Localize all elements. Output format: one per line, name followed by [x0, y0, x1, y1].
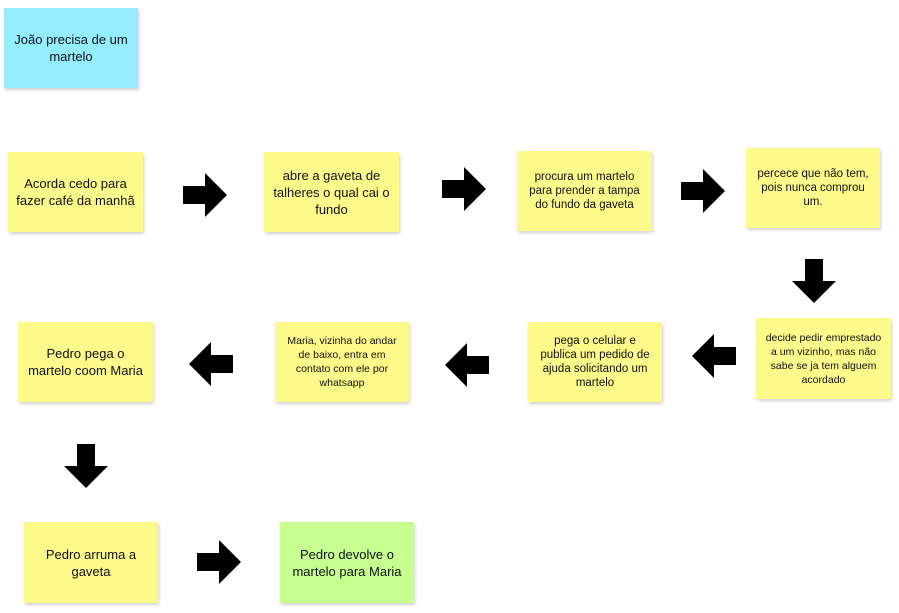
note-step-7-text: Maria, vizinha do andar de baixo, entra … [287, 335, 397, 389]
arrow-left-icon [445, 343, 489, 387]
note-step-2: abre a gaveta de talheres o qual cai o f… [264, 152, 399, 232]
note-step-5-text: decide pedir emprestado a um vizinho, ma… [765, 331, 882, 386]
arrow-left-icon [692, 334, 736, 378]
note-step-2-text: abre a gaveta de talheres o qual cai o f… [273, 167, 390, 217]
note-step-5: decide pedir emprestado a um vizinho, ma… [756, 318, 891, 399]
arrow-right-icon [197, 540, 241, 584]
note-title: João precisa de um martelo [4, 8, 138, 88]
note-step-10: Pedro devolve o martelo para Maria [280, 522, 414, 603]
note-step-4-text: percece que não tem, pois nunca comprou … [757, 168, 869, 208]
note-step-1-text: Acorda cedo para fazer café da manhã [16, 176, 135, 208]
note-step-6-text: pega o celular e publica um pedido de aj… [540, 335, 650, 389]
note-step-9-text: Pedro arruma a gaveta [45, 546, 137, 579]
note-step-6: pega o celular e publica um pedido de aj… [528, 322, 662, 402]
note-step-1: Acorda cedo para fazer café da manhã [8, 152, 143, 232]
arrow-left-icon [189, 342, 233, 386]
arrow-down-icon [792, 259, 836, 303]
note-step-8: Pedro pega o martelo coom Maria [18, 322, 153, 402]
arrow-right-icon [681, 169, 725, 213]
note-step-10-text: Pedro devolve o martelo para Maria [292, 546, 402, 579]
note-step-7: Maria, vizinha do andar de baixo, entra … [275, 322, 409, 402]
note-step-8-text: Pedro pega o martelo coom Maria [28, 346, 143, 378]
note-step-3: procura um martelo para prender a tampa … [517, 151, 652, 231]
note-step-4: percece que não tem, pois nunca comprou … [746, 148, 880, 228]
note-step-3-text: procura um martelo para prender a tampa … [529, 171, 640, 211]
arrow-right-icon [442, 167, 486, 211]
note-step-9: Pedro arruma a gaveta [24, 522, 158, 603]
arrow-down-icon [64, 444, 108, 488]
arrow-right-icon [183, 173, 227, 217]
note-title-text: João precisa de um martelo [14, 32, 128, 64]
